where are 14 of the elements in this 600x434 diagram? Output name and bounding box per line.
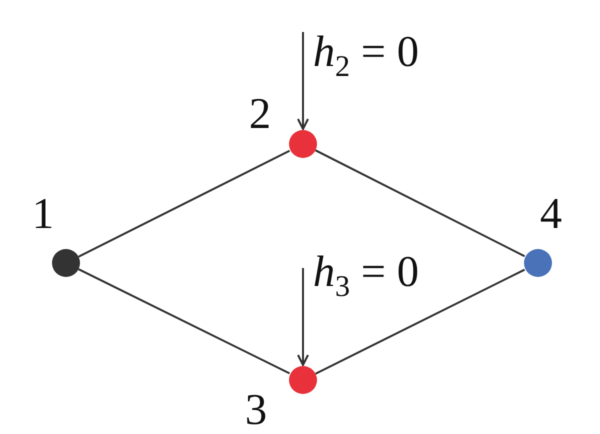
node-number: 2 <box>249 92 271 136</box>
circle-node <box>524 249 552 277</box>
connector-line <box>78 150 290 258</box>
node-number: 1 <box>32 192 54 236</box>
node-number: 4 <box>540 192 562 236</box>
circle-node <box>289 366 317 394</box>
circle-node <box>52 249 80 277</box>
circle-node <box>289 130 317 158</box>
node-number: 3 <box>245 388 267 432</box>
connector-line <box>315 268 526 375</box>
connector-line <box>315 149 526 258</box>
connector-line <box>78 268 290 374</box>
arrow <box>297 32 309 130</box>
arrow <box>297 268 309 366</box>
